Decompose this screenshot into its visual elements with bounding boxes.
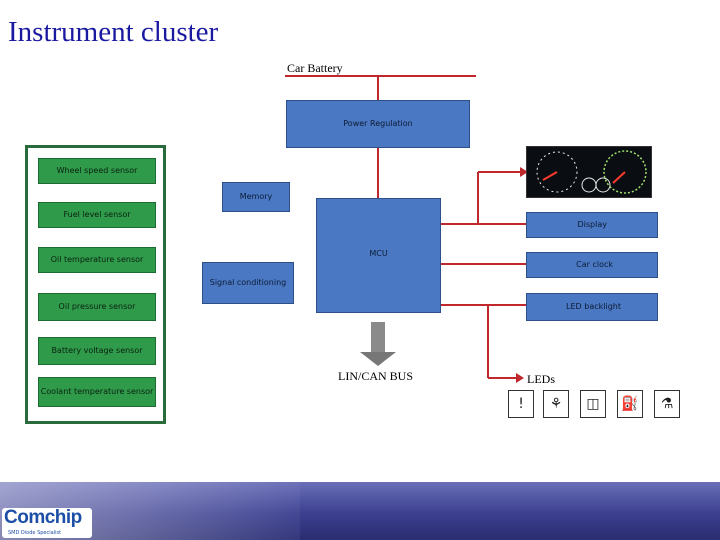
gauge-graphic: [536, 150, 647, 194]
led-backlight-block: LED backlight: [526, 293, 658, 321]
sensor-coolant-temperature: Coolant temperature sensor: [38, 377, 156, 407]
company-tagline: SMD Diode Specialist: [8, 530, 62, 536]
sensor-battery-voltage: Battery voltage sensor: [38, 337, 156, 365]
power-regulation-block: Power Regulation: [286, 100, 470, 148]
oil-can-icon: ⚘: [543, 390, 569, 418]
sensor-fuel-level: Fuel level sensor: [38, 202, 156, 228]
leds-arrowhead: [516, 373, 524, 383]
dashboard-image: [526, 146, 652, 198]
battery-icon: ◫: [580, 390, 606, 418]
logo-background: [2, 508, 92, 538]
company-logo: Comchip: [4, 507, 82, 528]
sensor-wheel-speed: Wheel speed sensor: [38, 158, 156, 184]
dash-arrowhead: [520, 167, 528, 177]
sensor-oil-temperature: Oil temperature sensor: [38, 247, 156, 273]
car-clock-block: Car clock: [526, 252, 658, 278]
memory-block: Memory: [222, 182, 290, 212]
bus-arrow-shaft: [371, 322, 385, 354]
warning-icon: !: [508, 390, 534, 418]
lin-can-bus-label: LIN/CAN BUS: [338, 369, 414, 383]
page-title: Instrument cluster: [8, 16, 219, 48]
car-battery-label: Car Battery: [287, 61, 343, 75]
signal-conditioning-block: Signal conditioning: [202, 262, 294, 304]
mcu-block: MCU: [316, 198, 441, 313]
sensor-oil-pressure: Oil pressure sensor: [38, 293, 156, 321]
seatbelt-icon: ⚗: [654, 390, 680, 418]
leds-label: LEDs: [527, 372, 555, 386]
display-block: Display: [526, 212, 658, 238]
fuel-pump-icon: ⛽: [617, 390, 643, 418]
bus-arrow-head: [360, 352, 396, 366]
sensor-group-frame: [25, 145, 166, 424]
